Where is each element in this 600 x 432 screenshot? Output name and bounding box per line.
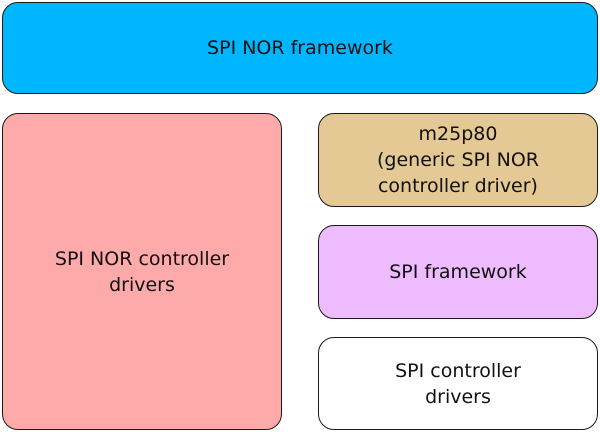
m25p80-label: m25p80 (generic SPI NOR controller drive… — [376, 123, 539, 197]
spi-controller-drivers-box: SPI controller drivers — [318, 337, 598, 430]
spi-framework-label: SPI framework — [389, 261, 527, 283]
spi-nor-framework-box: SPI NOR framework — [2, 2, 598, 94]
spi-controller-drivers-label: SPI controller drivers — [395, 359, 521, 408]
spi-framework-box: SPI framework — [318, 225, 598, 319]
spi-nor-framework-label: SPI NOR framework — [207, 37, 393, 59]
m25p80-box: m25p80 (generic SPI NOR controller drive… — [318, 113, 598, 207]
spi-nor-controller-drivers-box: SPI NOR controller drivers — [2, 113, 282, 430]
spi-nor-controller-drivers-label: SPI NOR controller drivers — [54, 247, 230, 296]
